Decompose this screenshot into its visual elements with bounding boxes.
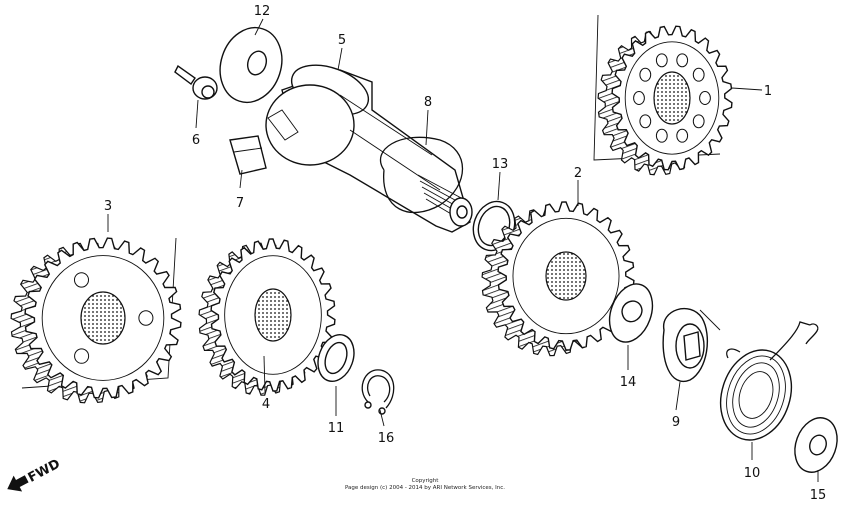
gear-3[interactable]	[10, 237, 182, 404]
gear-hole	[692, 67, 705, 82]
kick-shaft[interactable]	[174, 20, 473, 233]
spring-guide-9[interactable]	[662, 307, 721, 383]
spacer-7[interactable]	[229, 135, 267, 175]
gear-hole	[639, 114, 652, 129]
label-6: 6	[192, 133, 200, 148]
gear-hole	[676, 53, 689, 68]
label-1: 1	[764, 84, 772, 99]
gear-hole	[655, 128, 668, 143]
gear-ring	[224, 255, 322, 375]
fwd-label: FWD	[26, 457, 63, 486]
circlip-16[interactable]	[361, 369, 395, 415]
gear-hole	[676, 128, 689, 143]
label-13: 13	[492, 157, 509, 172]
gear-hole	[639, 67, 652, 82]
gear-hole	[633, 91, 645, 105]
gear-hole	[655, 53, 668, 68]
washer-11[interactable]	[312, 330, 360, 387]
gear-hub	[653, 71, 691, 125]
gear-hole	[73, 272, 90, 288]
label-10: 10	[744, 466, 761, 481]
gear-hole	[699, 91, 711, 105]
gear-ring	[512, 217, 620, 335]
copyright-line-1: Copyright	[412, 478, 440, 484]
return-spring-10[interactable]	[709, 321, 819, 449]
gear-hub	[254, 288, 292, 342]
gear-4[interactable]	[198, 238, 336, 396]
clip-8[interactable]	[379, 136, 463, 214]
gear-hole	[692, 114, 705, 129]
label-11: 11	[328, 421, 345, 436]
fwd-arrow-icon	[7, 475, 29, 492]
label-7: 7	[236, 196, 244, 211]
leader-lines	[107, 18, 819, 482]
label-2: 2	[574, 166, 582, 181]
gear-hole	[138, 310, 154, 326]
gear-hub	[545, 251, 587, 301]
gear-hub	[80, 291, 126, 345]
copyright-notice: Copyright Page design (c) 2004 - 2014 by…	[345, 478, 505, 491]
label-4: 4	[262, 397, 270, 412]
copyright-line-2: Page design (c) 2004 - 2014 by ARI Netwo…	[345, 485, 505, 491]
label-8: 8	[424, 95, 432, 110]
label-14: 14	[620, 375, 637, 390]
part-labels: 12 5 6 7 8 13 1 2 3 4 11 16 14 9 10 15	[104, 4, 826, 503]
washer-14[interactable]	[602, 278, 660, 348]
label-15: 15	[810, 488, 827, 503]
gear-hole	[74, 348, 90, 364]
bolt-6[interactable]	[174, 64, 218, 100]
gear-ring	[41, 255, 165, 381]
gear-1[interactable]	[593, 14, 733, 176]
label-5: 5	[338, 33, 346, 48]
label-9: 9	[672, 415, 680, 430]
gear-2[interactable]	[481, 201, 635, 357]
washer-12[interactable]	[211, 20, 292, 111]
label-16: 16	[378, 431, 395, 446]
gear-ring	[624, 41, 720, 155]
label-3: 3	[104, 199, 112, 214]
washer-15[interactable]	[788, 412, 845, 478]
fwd-indicator: FWD	[7, 457, 63, 492]
label-12: 12	[254, 4, 271, 19]
